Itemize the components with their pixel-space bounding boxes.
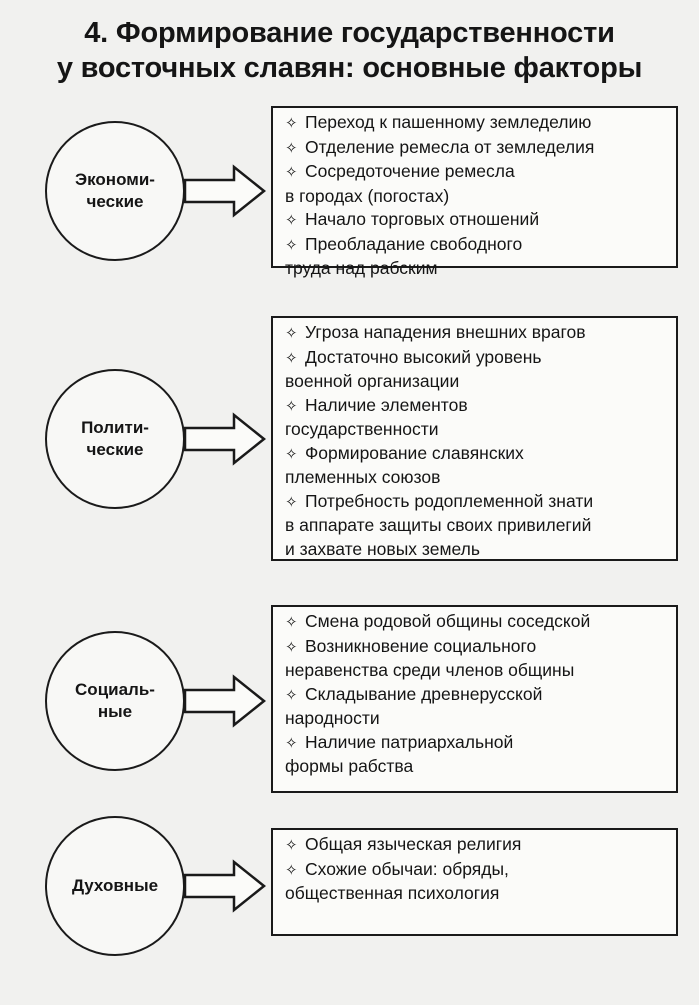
arrow-social-icon: [183, 674, 267, 728]
bullet-icon: ✧: [285, 164, 298, 181]
list-item-text: Смена родовой общины соседской: [305, 611, 591, 631]
list-item-text: Начало торговых отношений: [305, 209, 540, 229]
list-item: ✧ Смена родовой общины соседской: [285, 610, 668, 635]
list-item-text: Потребность родоплеменной знати в аппара…: [285, 490, 594, 559]
list-item: ✧ Отделение ремесла от земледелия: [285, 136, 668, 161]
factor-box-spiritual: ✧Общая языческая религия ✧Схожие обычаи:…: [271, 828, 678, 936]
list-item-text: Преобладание свободного труда над рабски…: [285, 233, 523, 279]
list-item-text: Угроза нападения внешних врагов: [305, 322, 586, 342]
list-item-text: Переход к пашенному земледелию: [305, 112, 592, 132]
list-item-text: Достаточно высокий уровень военной орган…: [285, 346, 542, 392]
arrow-spiritual-icon: [183, 859, 267, 913]
list-item: ✧Складывание древнерусской народности: [285, 683, 668, 731]
factor-list-economic: ✧ Переход к пашенному земледелию ✧ Отделен…: [285, 111, 668, 281]
list-item: ✧ Начало торговых отношений: [285, 208, 668, 233]
list-item: ✧ Переход к пашенному земледелию: [285, 111, 668, 136]
list-item-text: Общая языческая религия: [305, 834, 522, 854]
bullet-icon: ✧: [285, 325, 298, 342]
bullet-icon: ✧: [285, 861, 298, 879]
list-item: ✧ Угроза нападения внешних врагов: [285, 321, 668, 346]
factor-label-spiritual: Духовные: [71, 876, 159, 895]
list-item: ✧Формирование славянских племенных союзо…: [285, 442, 668, 490]
list-item-text: Складывание древнерусской народности: [285, 683, 543, 729]
list-item-text: Схожие обычаи: обряды, общественная псих…: [285, 858, 509, 904]
list-item-text: Наличие патриархальной формы рабства: [285, 731, 514, 777]
list-item-text: Возникновение социального неравенства ср…: [285, 635, 575, 681]
bullet-icon: ✧: [285, 493, 298, 511]
factor-circle-spiritual: Духовные: [45, 816, 185, 956]
list-item: ✧Сосредоточение ремесла в городах (погос…: [285, 160, 668, 208]
list-item: ✧Возникновение социального неравенства с…: [285, 635, 668, 683]
list-item: ✧Потребность родоплеменной знати в аппар…: [285, 490, 668, 562]
factor-box-social: ✧Смена родовой общины соседской ✧Возникн…: [271, 605, 678, 793]
list-item-text: Формирование славянских племенных союзов: [285, 442, 524, 488]
list-item: ✧Наличие патриархальной формы рабства: [285, 731, 668, 779]
list-item-text: Сосредоточение ремесла в городах (погост…: [285, 161, 515, 206]
arrow-political-icon: [183, 412, 267, 466]
factor-list-political: ✧Угроза нападения внешних врагов ✧Достат…: [285, 321, 668, 561]
bullet-icon: ✧: [285, 686, 298, 704]
factor-label-economic: Экономи- ческие: [75, 170, 155, 211]
bullet-icon: ✧: [285, 236, 298, 254]
list-item-text: Отделение ремесла от земледелия: [305, 136, 595, 157]
factor-list-social: ✧Смена родовой общины соседской ✧Возникн…: [285, 610, 668, 779]
title-line-2: у восточных славян: основные факторы: [56, 52, 643, 84]
list-item: ✧Преобладание свободного труда над рабск…: [285, 233, 668, 281]
factor-list-spiritual: ✧Общая языческая религия ✧Схожие обычаи:…: [285, 833, 668, 906]
bullet-icon: ✧: [285, 397, 298, 415]
list-item: ✧Схожие обычаи: обряды, общественная пси…: [285, 858, 668, 906]
factor-label-social: Социаль- ные: [75, 680, 155, 721]
bullet-icon: ✧: [285, 734, 298, 752]
page-title: 4. Формирование государственности у вост…: [0, 16, 699, 86]
bullet-icon: ✧: [285, 349, 298, 367]
bullet-icon: ✧: [285, 614, 298, 631]
list-item: ✧Достаточно высокий уровень военной орга…: [285, 346, 668, 394]
factor-label-political: Полити- ческие: [81, 418, 149, 459]
factor-box-economic: ✧ Переход к пашенному земледелию ✧ Отделен…: [271, 106, 678, 278]
bullet-icon: ✧: [285, 139, 298, 157]
title-line-1: 4. Формирование государственности: [84, 17, 615, 49]
arrow-economic-icon: [183, 164, 267, 218]
bullet-icon: ✧: [285, 837, 298, 854]
bullet-icon: ✧: [285, 445, 298, 463]
bullet-icon: ✧: [285, 638, 298, 656]
list-item: ✧ Общая языческая религия: [285, 833, 668, 858]
factor-circle-political: Полити- ческие: [45, 369, 185, 509]
factor-circle-social: Социаль- ные: [45, 631, 185, 771]
list-item: ✧Наличие элементов государственности: [285, 394, 668, 442]
factor-box-political: ✧Угроза нападения внешних врагов ✧Достат…: [271, 316, 678, 561]
bullet-icon: ✧: [285, 212, 298, 229]
bullet-icon: ✧: [285, 115, 298, 132]
list-item-text: Наличие элементов государственности: [285, 394, 468, 440]
factor-circle-economic: Экономи- ческие: [45, 121, 185, 261]
